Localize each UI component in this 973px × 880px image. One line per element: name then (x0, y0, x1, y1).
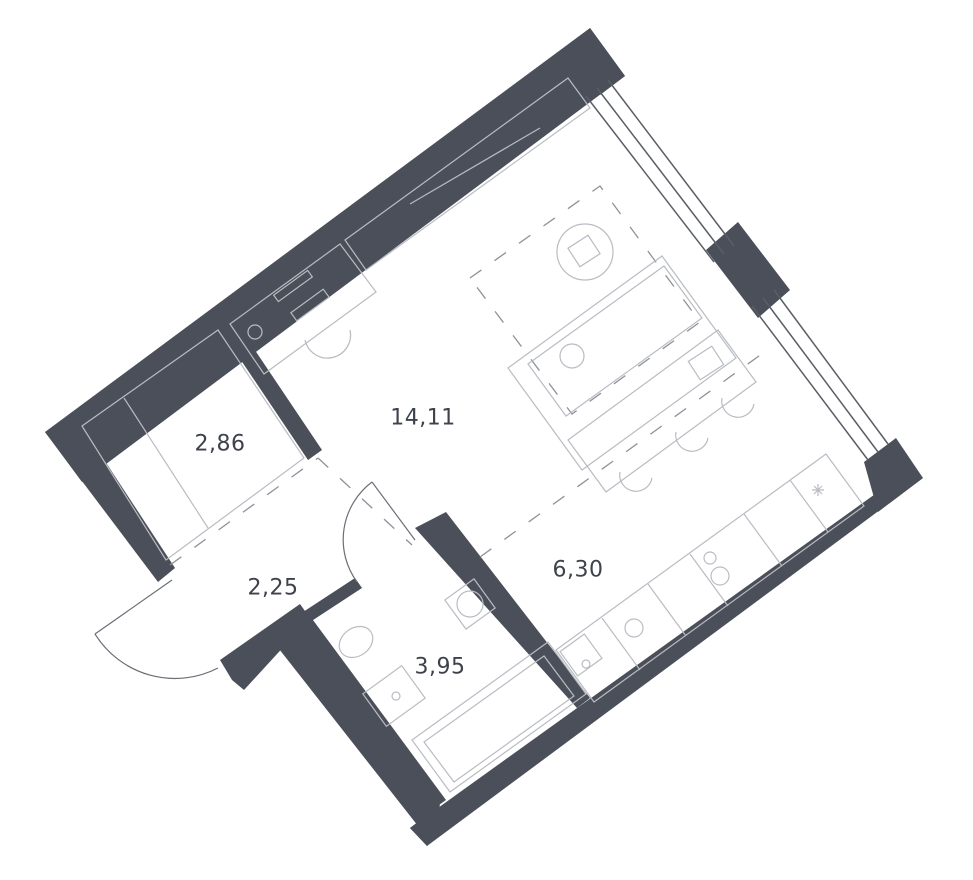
room-area-wardrobe: 2,86 (194, 431, 246, 457)
room-area-hall: 2,25 (247, 575, 299, 601)
room-area-bathroom: 3,95 (414, 654, 466, 680)
doors (94, 481, 416, 680)
zone-dividers (169, 185, 771, 566)
outer-walls (45, 28, 923, 846)
room-area-living: 14,11 (390, 405, 456, 431)
interior-walls (218, 316, 590, 810)
furniture (81, 77, 865, 793)
windows (585, 79, 889, 461)
room-area-kitchen: 6,30 (552, 557, 604, 583)
